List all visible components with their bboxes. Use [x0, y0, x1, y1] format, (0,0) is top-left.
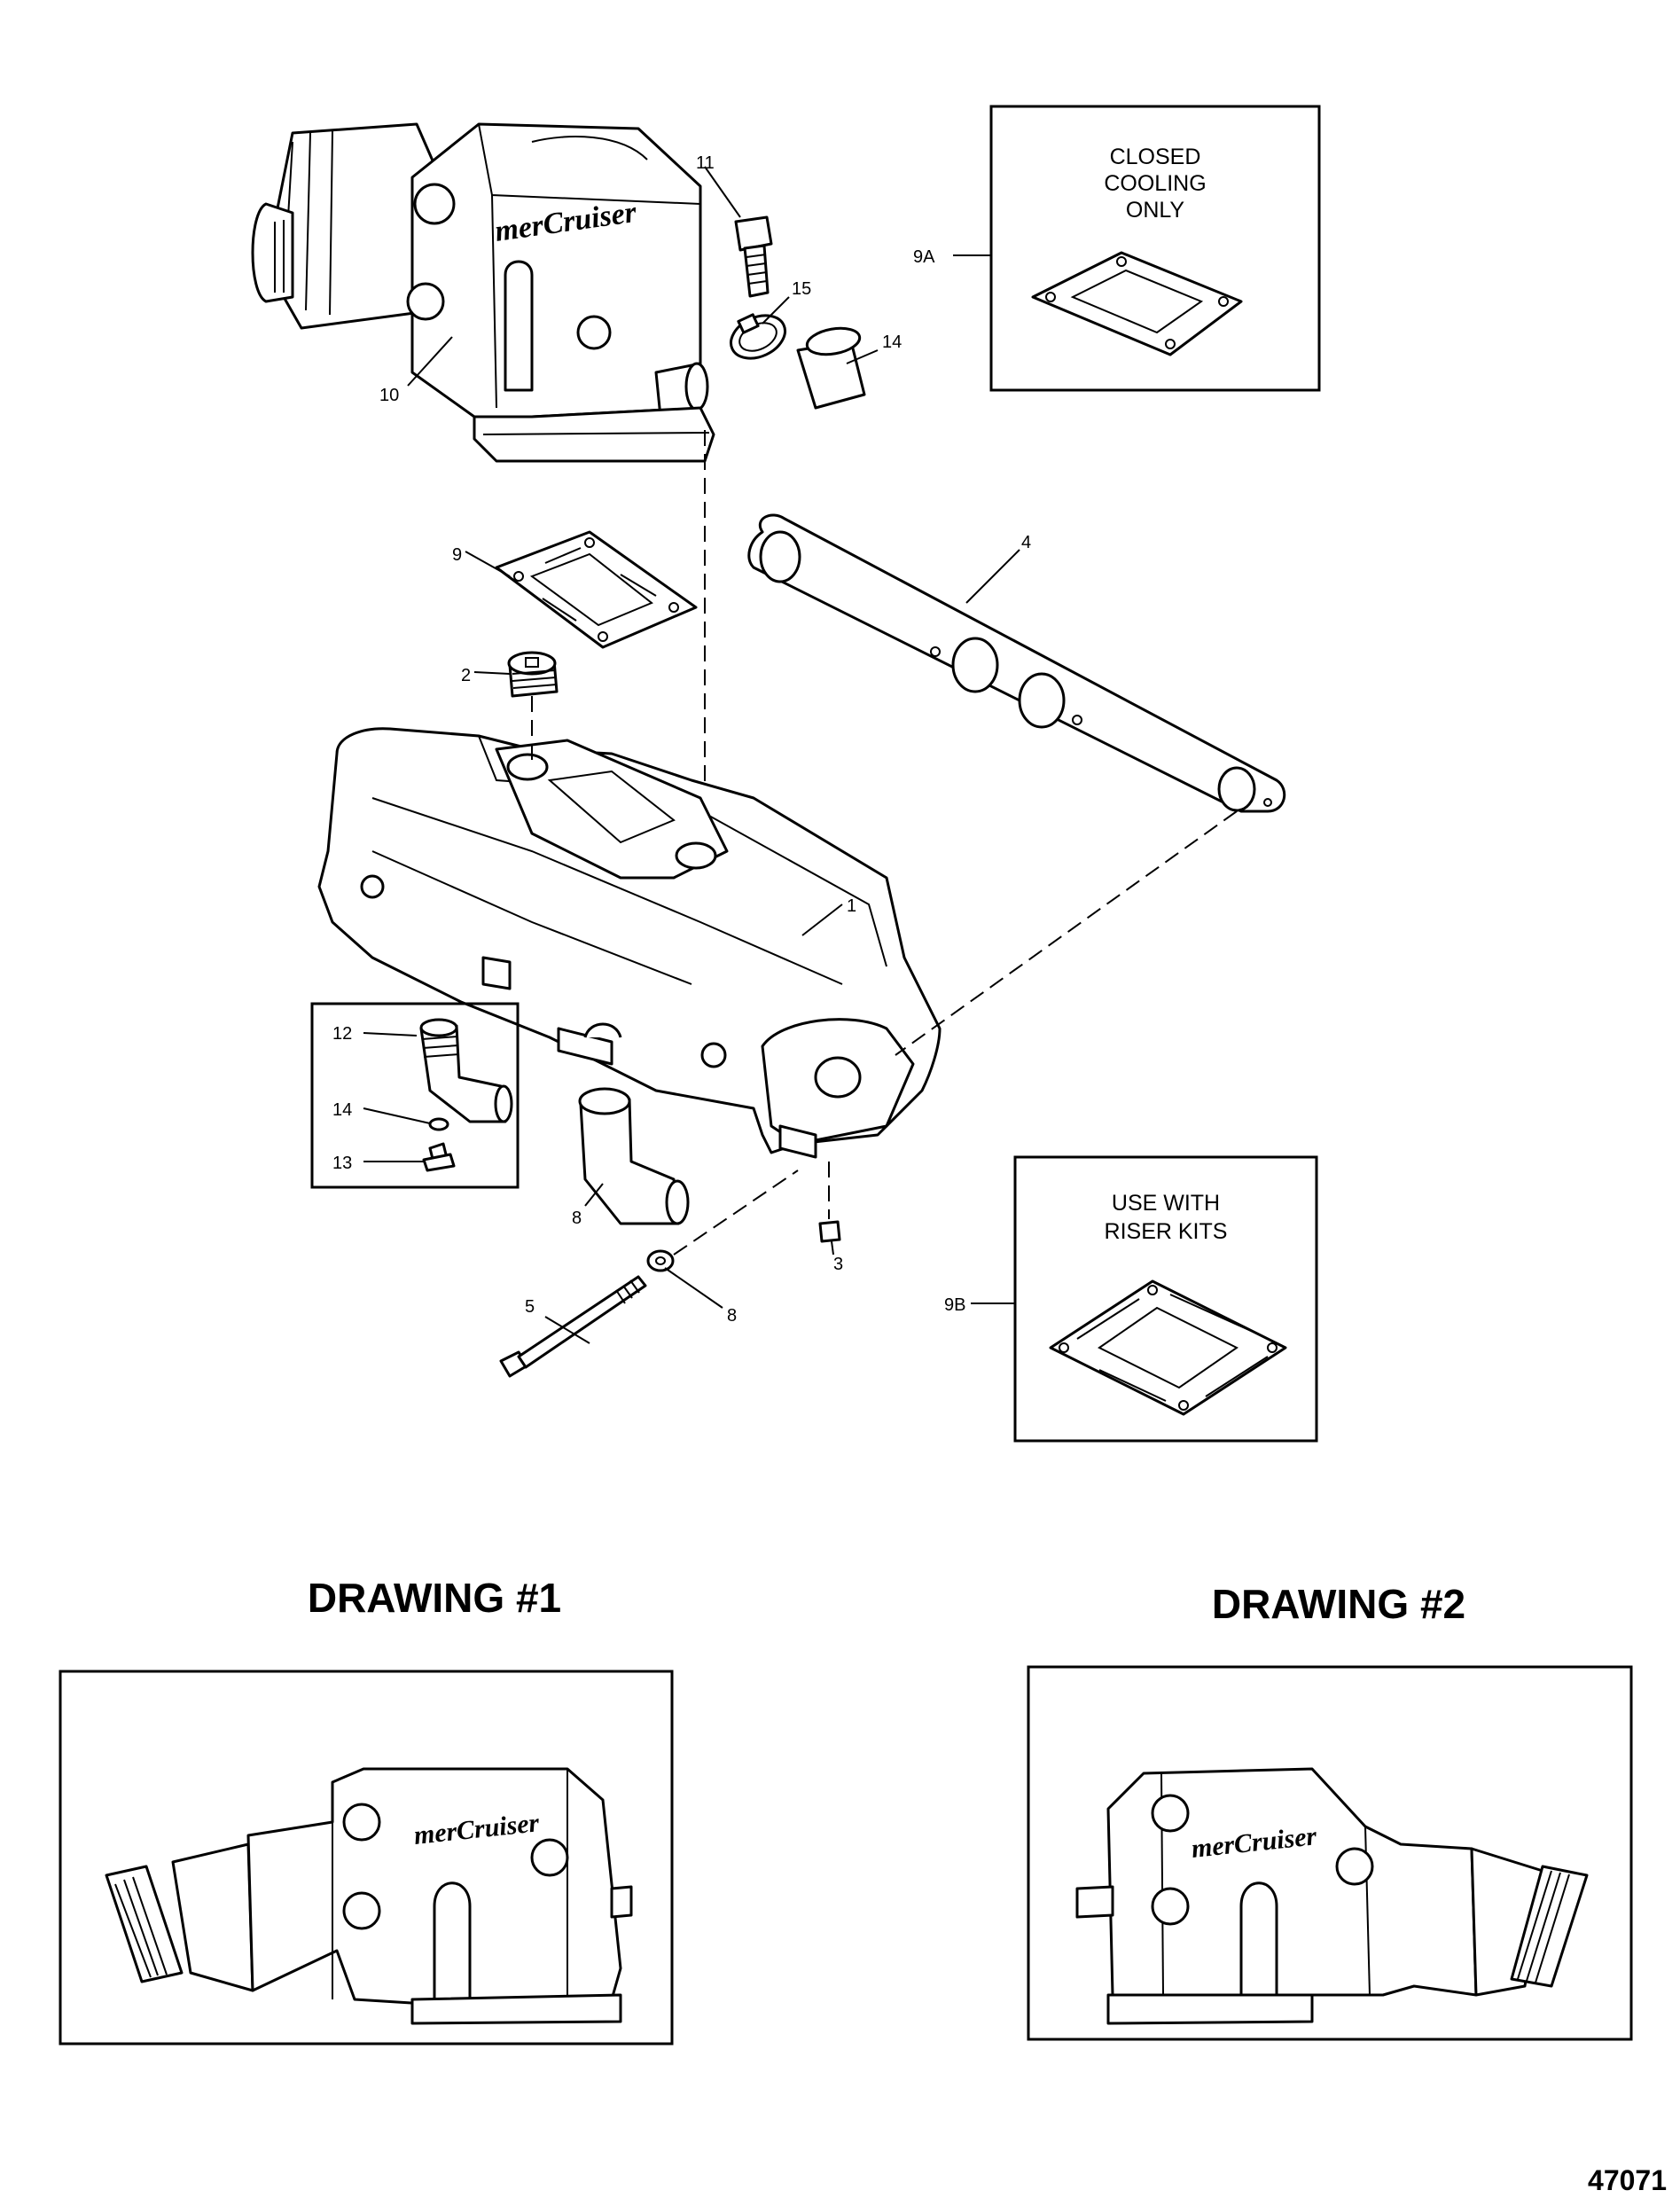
note-9a-line-3: ONLY [1126, 198, 1185, 223]
gasket-9 [495, 530, 698, 649]
exhaust-manifold-1 [317, 727, 942, 1159]
drawing-2-panel: merCruiser [1027, 1665, 1633, 2041]
callout-9b: 9B [944, 1295, 965, 1315]
callout-5: 5 [525, 1297, 535, 1317]
callout-14: 14 [882, 332, 902, 352]
elbow-fitting-8 [578, 1087, 690, 1225]
note-box-9a [989, 105, 1321, 392]
note-9a-line-2: COOLING [1104, 171, 1206, 196]
callout-3: 3 [833, 1255, 843, 1274]
exhaust-elbow: merCruiser [251, 122, 715, 463]
callout-11: 11 [696, 153, 715, 173]
figure-number: 47071 [1588, 2164, 1667, 2196]
callout-10: 10 [379, 386, 399, 405]
exhaust-gasket-4 [747, 513, 1286, 813]
callout-1: 1 [847, 896, 856, 916]
hose-14 [796, 326, 866, 410]
callout-12: 12 [332, 1024, 352, 1044]
note-9b-line-1: USE WITH [1112, 1191, 1220, 1216]
drain-plug-3 [818, 1220, 841, 1243]
drawing-1-title: DRAWING #1 [308, 1575, 561, 1621]
callout-9: 9 [452, 545, 462, 565]
hose-clamp-15 [730, 313, 786, 360]
drawing-1-panel: merCruiser [59, 1670, 674, 2046]
callout-15: 15 [792, 279, 811, 299]
callout-13: 13 [332, 1154, 352, 1173]
callout-labels: 11 10 15 14 9 2 4 1 3 8 8 5 9A 9B 12 14 … [332, 153, 1031, 1326]
assembly-lines [531, 430, 1238, 1256]
washer-8 [646, 1249, 675, 1272]
plug-2 [507, 651, 559, 698]
inset-box-fittings [310, 1002, 520, 1189]
callout-2: 2 [461, 666, 471, 685]
box-9a-text: CLOSED COOLING ONLY [1104, 145, 1206, 223]
drawing-2-title: DRAWING #2 [1212, 1581, 1465, 1627]
callout-8-elbow: 8 [572, 1209, 582, 1228]
note-9b-line-2: RISER KITS [1105, 1219, 1228, 1244]
callout-8-washer: 8 [727, 1306, 737, 1326]
bolt-5 [499, 1275, 647, 1378]
leader-lines [363, 166, 1020, 1344]
callout-4: 4 [1021, 533, 1031, 552]
bolt-11 [734, 215, 773, 298]
callout-14-oring: 14 [332, 1100, 352, 1120]
note-box-9b [1013, 1155, 1318, 1443]
note-9a-line-1: CLOSED [1110, 145, 1201, 169]
box-9b-text: USE WITH RISER KITS [1105, 1191, 1228, 1244]
callout-9a: 9A [913, 247, 935, 267]
